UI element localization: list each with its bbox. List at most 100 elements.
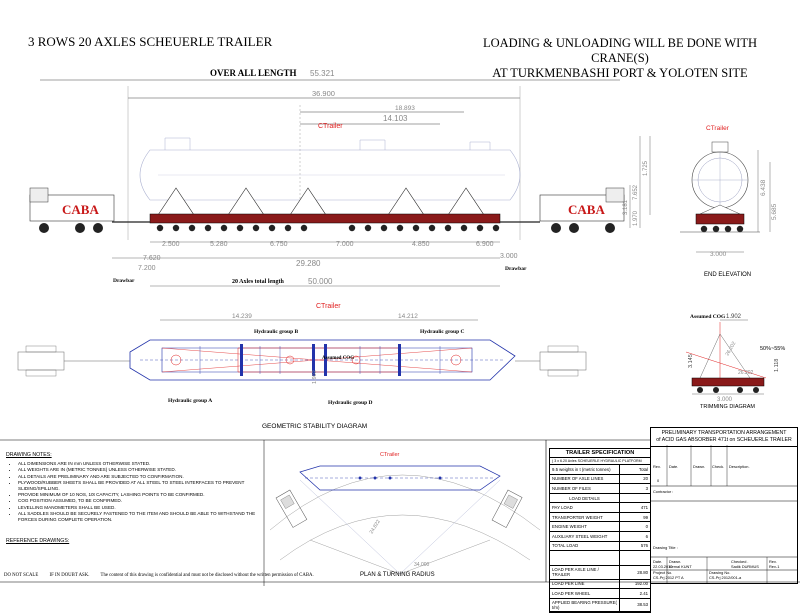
dim-14103: 14.103	[383, 114, 408, 123]
stability-dim-left: 14.239	[232, 313, 252, 320]
dim-h1725: 1.725	[643, 160, 649, 176]
trimming-angle: 50%~55%	[760, 346, 785, 352]
spec-row-value: 192.00	[619, 579, 650, 590]
trimming-diagram: Assumed COG 1.902 26.202 26.202 3.145 1.…	[685, 314, 785, 410]
spec-row-label: ENGINE WEIGHT	[550, 521, 620, 533]
spec-row-label: AUXILIARY STEEL WEIGHT	[550, 531, 620, 542]
note-item: COG POSITION ASSUMED, TO BE CONFIRMED.	[18, 498, 262, 504]
footer-confidential: The content of this drawing is confident…	[100, 573, 314, 578]
rev-label: Rev.	[769, 559, 777, 564]
title-right-line2: AT TURKMENBASHI PORT & YOLOTEN SITE	[492, 66, 748, 80]
trimming-dim-v: 3.145	[688, 354, 694, 368]
checked-label: Checked .	[731, 559, 749, 564]
contractor-label: Contractor :	[653, 489, 674, 494]
trimming-assumed-cog: Assumed COG	[690, 314, 726, 320]
stability-dim-right: 14.212	[398, 313, 418, 320]
footer-if-doubt: IF IN DOUBT ASK.	[49, 573, 90, 578]
title-right-line1: LOADING & UNLOADING WILL BE DONE WITH CR…	[482, 36, 758, 65]
drawing-no-label: Drawing No.	[709, 570, 731, 575]
end-elevation: CTrailer 6.438 5.685 3.000 END ELEVATION	[680, 125, 778, 278]
end-dim-h2: 5.685	[771, 203, 778, 220]
spec-row-value: 576	[619, 541, 650, 552]
hydraulic-group-c: Hydraulic group C	[420, 329, 465, 335]
dim-b3: 6.750	[270, 241, 288, 248]
dim-18893: 18.893	[395, 105, 415, 112]
spec-subtitle2: 9.5 weights in t (metric tonnes)	[550, 465, 620, 475]
end-dim-w: 3.000	[710, 251, 727, 258]
spec-row-label: PAY LOAD	[550, 502, 620, 513]
cog-label-stability: CTrailer	[316, 303, 341, 310]
note-item: ALL DETAILS ARE PRELIMINARY AND ARE SUBJ…	[18, 474, 262, 480]
footer: DO NOT SCALE IF IN DOUBT ASK. The conten…	[4, 573, 544, 578]
dim-overall: 55.321	[310, 69, 335, 78]
rev-header-rev: Rev.	[653, 464, 661, 469]
truck-brand-left: CABA	[62, 202, 99, 217]
end-elevation-caption: END ELEVATION	[704, 272, 751, 278]
dim-36900: 36.900	[312, 89, 335, 98]
turning-r2: 34.000	[414, 562, 430, 568]
trimming-caption: TRIMMING DIAGRAM	[700, 404, 755, 410]
dim-b2: 5.280	[210, 241, 228, 248]
spec-row-value: 2.41	[619, 588, 650, 599]
cog-label-turning: CTrailer	[380, 452, 400, 458]
drawbar-left-label: Drawbar	[113, 278, 135, 284]
dim-7620: 7.620	[143, 255, 161, 262]
cog-label-side: CTrailer	[318, 123, 343, 130]
spec-row-label: LOAD PER WHEEL	[550, 588, 620, 599]
title-block: PRELIMINARY TRANSPORTATION ARRANGEMENT o…	[650, 427, 798, 584]
rev-header-description: Description.	[729, 464, 750, 469]
turning-r1: 24.822	[369, 519, 382, 535]
spec-row-value: 3	[619, 483, 650, 494]
dim-50000: 50.000	[308, 277, 333, 286]
hydraulic-group-b: Hydraulic group B	[254, 329, 299, 335]
spec-title: TRAILER SPECIFICATION	[550, 449, 650, 458]
trailer-specification: TRAILER SPECIFICATION ( 3 x 6.20 Axles S…	[549, 448, 651, 613]
drawbar-right-label: Drawbar	[505, 266, 527, 272]
dim-b6: 6.900	[476, 241, 494, 248]
checked-value: Sadik DURMUS	[731, 564, 759, 569]
hydraulic-group-d: Hydraulic group D	[328, 400, 373, 406]
drawn-value: Kemal KUNT	[669, 564, 692, 569]
date-label: Date.	[653, 559, 663, 564]
trimming-diag1: 26.202	[725, 341, 738, 357]
project-no-value: CS-Prj 2012 PT A	[653, 575, 684, 580]
dim-h3181: 3.181	[623, 199, 629, 215]
spec-row-label: LOAD PER LINE	[550, 579, 620, 590]
drawing-title-label: Drawing Title :	[653, 545, 678, 550]
footer-not-scale: DO NOT SCALE	[4, 573, 39, 578]
dim-b5: 4.850	[412, 241, 430, 248]
trimming-diag2: 26.202	[738, 370, 754, 376]
trimming-dim-r: 1.118	[774, 359, 780, 372]
rev-header-drawn: Drawn.	[693, 464, 706, 469]
dim-29280: 29.280	[296, 259, 321, 268]
cog-label-end: CTrailer	[706, 125, 730, 132]
rev-value: Rev-1	[769, 564, 780, 569]
note-item: ALL WEIGHTS ARE IN (METRIC TONNES) UNLES…	[18, 467, 262, 473]
dim-3000: 3.000	[500, 253, 518, 260]
drawing-notes: DRAWING NOTES: ALL DIMENSIONS ARE IN mm …	[4, 450, 262, 523]
note-item: ALL DIMENSIONS ARE IN mm UNLESS OTHERWIS…	[18, 461, 262, 467]
project-no-label: Project No.	[653, 570, 673, 575]
note-item: PLYWOOD/RUBBER SHEETS SHALL BE PROVIDED …	[18, 480, 262, 492]
spec-subtitle: ( 3 x 6.20 Axles SCHEUERLE HYDRAULIC PLA…	[550, 458, 650, 465]
axles-total-label: 20 Axles total length	[232, 279, 284, 285]
spec-row-label: APPLIED BEARING PRESSURE( t/m)	[550, 598, 620, 612]
spec-row-value: 6	[619, 531, 650, 542]
turning-caption: PLAN & TURNING RADIUS	[360, 572, 435, 578]
project-title-line1: PRELIMINARY TRANSPORTATION ARRANGEMENT	[661, 430, 787, 436]
spec-row-label: NUMBER OF AXLE LINES	[550, 474, 620, 485]
side-view: OVER ALL LENGTH 55.321 36.900 18.893 14.…	[29, 68, 651, 287]
turning-radius-diagram: CTrailer 24.822 34.000 PLAN & TURNING RA…	[263, 440, 541, 586]
spec-row-label: LOAD PER AXLE LINE / TRAILER	[550, 565, 620, 580]
dim-b1: 2.500	[162, 241, 180, 248]
title-block-grid	[651, 445, 797, 583]
note-item: LEVELLING MANOMETERS SHALL BE USED.	[18, 505, 262, 511]
spec-row-label: TOTAL LOAD	[550, 541, 620, 552]
project-title: PRELIMINARY TRANSPORTATION ARRANGEMENT o…	[651, 428, 797, 447]
stability-diagram: CTrailer 14.239 14.212 Hydraulic group B…	[17, 303, 587, 430]
rev-zero: 0	[657, 478, 660, 483]
spec-col-total: Total	[619, 465, 650, 475]
reference-drawings-heading: REFERENCE DRAWINGS:	[6, 538, 70, 544]
rev-header-check: Check.	[712, 464, 725, 469]
spec-row-label: NUMBER OF FILES	[550, 483, 620, 494]
